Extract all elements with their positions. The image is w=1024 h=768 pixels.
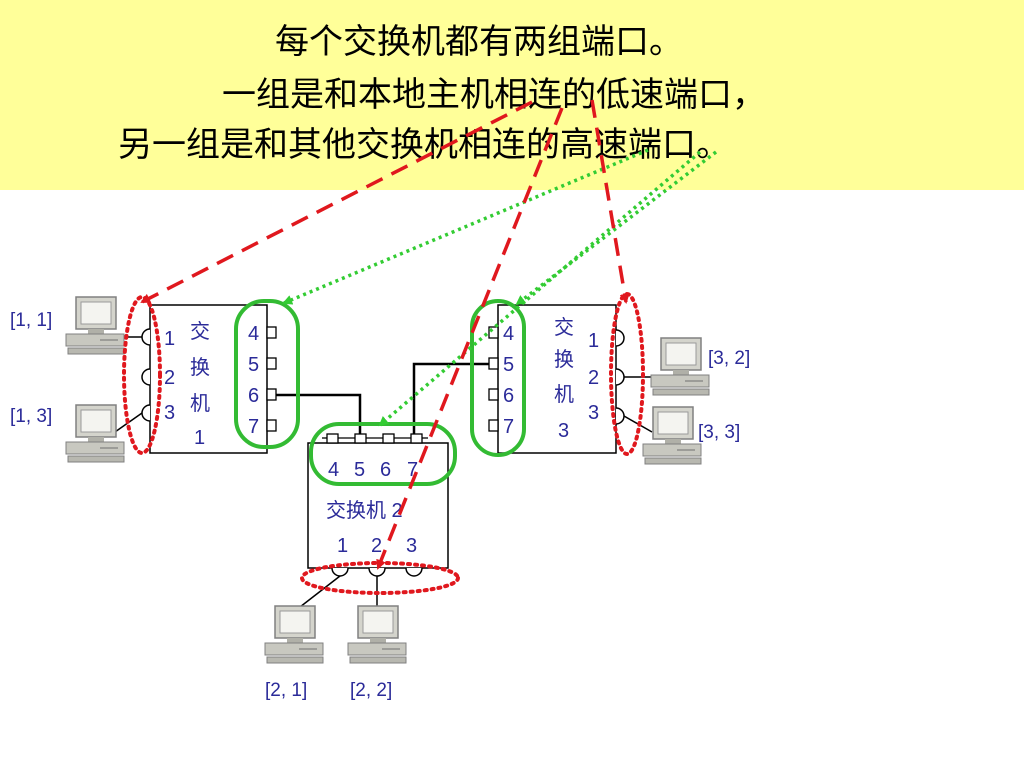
switch-3-port-2: [615, 368, 625, 386]
switch-1-name-char-4: 1: [194, 427, 205, 449]
switch-1-port-1: [141, 328, 151, 346]
high-speed-arrow-to-switch-3: [515, 150, 718, 306]
switch-3-port-4-label: 4: [503, 323, 514, 345]
switch-2-port-5: [354, 433, 367, 444]
host-1-3-computer-icon: [65, 404, 125, 463]
host-1-1-label: [1, 1]: [10, 310, 52, 331]
switch-3-port-1: [615, 329, 625, 347]
banner: 每个交换机都有两组端口。 一组是和本地主机相连的低速端口， 另一组是和其他交换机…: [0, 0, 1024, 190]
switch-1-port-4: [266, 326, 277, 339]
host-1-1-computer-icon: [65, 296, 125, 355]
switch-3-port-3-label: 3: [588, 402, 599, 424]
switch-2: 4 5 6 7 交换机 2 1 2 3: [307, 433, 449, 577]
switch-1-name-char-3: 机: [190, 392, 210, 415]
switch-2-port-1-label: 1: [337, 535, 348, 557]
switch-2-port-6-label: 6: [380, 459, 391, 481]
switch-2-name: 交换机 2: [326, 499, 403, 522]
switch-1-port-3: [141, 404, 151, 422]
switch-1-port-2: [141, 368, 151, 386]
switch-1-port-7: [266, 419, 277, 432]
switch-2-port-7: [410, 433, 423, 444]
host-2-1-computer-icon: [264, 605, 324, 664]
host-3-3-label: [3, 3]: [698, 422, 740, 443]
switch-1-port-4-label: 4: [248, 323, 259, 345]
switch-3-name-char-1: 交: [554, 316, 574, 339]
switch-3-port-2-label: 2: [588, 367, 599, 389]
switch-3-name-char-4: 3: [558, 420, 569, 442]
switch-1-port-6: [266, 388, 277, 401]
switch-1-high-port-ring: [234, 299, 300, 449]
switch-1-name-char-2: 换: [190, 356, 210, 379]
switch-1-port-1-label: 1: [164, 328, 175, 350]
switch-3-high-port-ring: [470, 299, 526, 457]
banner-line-1: 每个交换机都有两组端口。: [275, 22, 683, 62]
switch-3-port-6-label: 6: [503, 385, 514, 407]
switch-2-port-2: [368, 567, 386, 577]
banner-line-2: 一组是和本地主机相连的低速端口，: [222, 75, 766, 115]
switch-2-port-2-label: 2: [371, 535, 382, 557]
host-2-1-label: [2, 1]: [265, 680, 307, 701]
switch-1-port-7-label: 7: [248, 416, 259, 438]
switch-1-port-6-label: 6: [248, 385, 259, 407]
switch-3-port-6: [488, 388, 499, 401]
switch-2-port-4: [326, 433, 339, 444]
high-speed-arrow-to-switch-2: [378, 150, 702, 427]
high-speed-arrow-to-switch-1: [282, 148, 649, 305]
switch-3-port-5: [488, 357, 499, 370]
switch-1-port-2-label: 2: [164, 367, 175, 389]
switch-1-port-5: [266, 357, 277, 370]
switch-3-port-7-label: 7: [503, 416, 514, 438]
host-2-2-computer-icon: [347, 605, 407, 664]
switch-3: 4 5 6 7 交 换 机 3 1 2 3: [488, 304, 625, 454]
host-3-2-computer-icon: [650, 337, 710, 396]
switch-2-port-3-label: 3: [406, 535, 417, 557]
host-1-3-label: [1, 3]: [10, 406, 52, 427]
switch-2-port-7-label: 7: [407, 459, 418, 481]
low-speed-arrow-to-switch-1: [140, 100, 533, 304]
switch-2-port-5-label: 5: [354, 459, 365, 481]
switch-2-port-3: [405, 567, 423, 577]
switch-1-port-3-label: 3: [164, 402, 175, 424]
switch-3-port-7: [488, 419, 499, 432]
switch-1-name-char-1: 交: [190, 320, 210, 343]
switch-3-port-4: [488, 326, 499, 339]
switch-2-port-6: [382, 433, 395, 444]
host-2-2-label: [2, 2]: [350, 680, 392, 701]
switch-3-port-3: [615, 407, 625, 425]
switch-2-port-4-label: 4: [328, 459, 339, 481]
switch-1-port-5-label: 5: [248, 354, 259, 376]
link-s3-s2: [412, 362, 489, 434]
link-s1-s2: [276, 393, 362, 434]
host-3-3-computer-icon: [642, 406, 702, 465]
switch-3-name-char-3: 机: [554, 383, 574, 406]
switch-3-port-5-label: 5: [503, 354, 514, 376]
low-speed-arrow-to-switch-3: [590, 99, 630, 304]
switch-2-port-1: [331, 567, 349, 577]
switch-3-port-1-label: 1: [588, 330, 599, 352]
host-3-2-label: [3, 2]: [708, 348, 750, 369]
switch-3-name-char-2: 换: [554, 348, 574, 371]
switch-1: 1 2 3 交 换 机 1 4 5 6 7: [141, 304, 277, 454]
